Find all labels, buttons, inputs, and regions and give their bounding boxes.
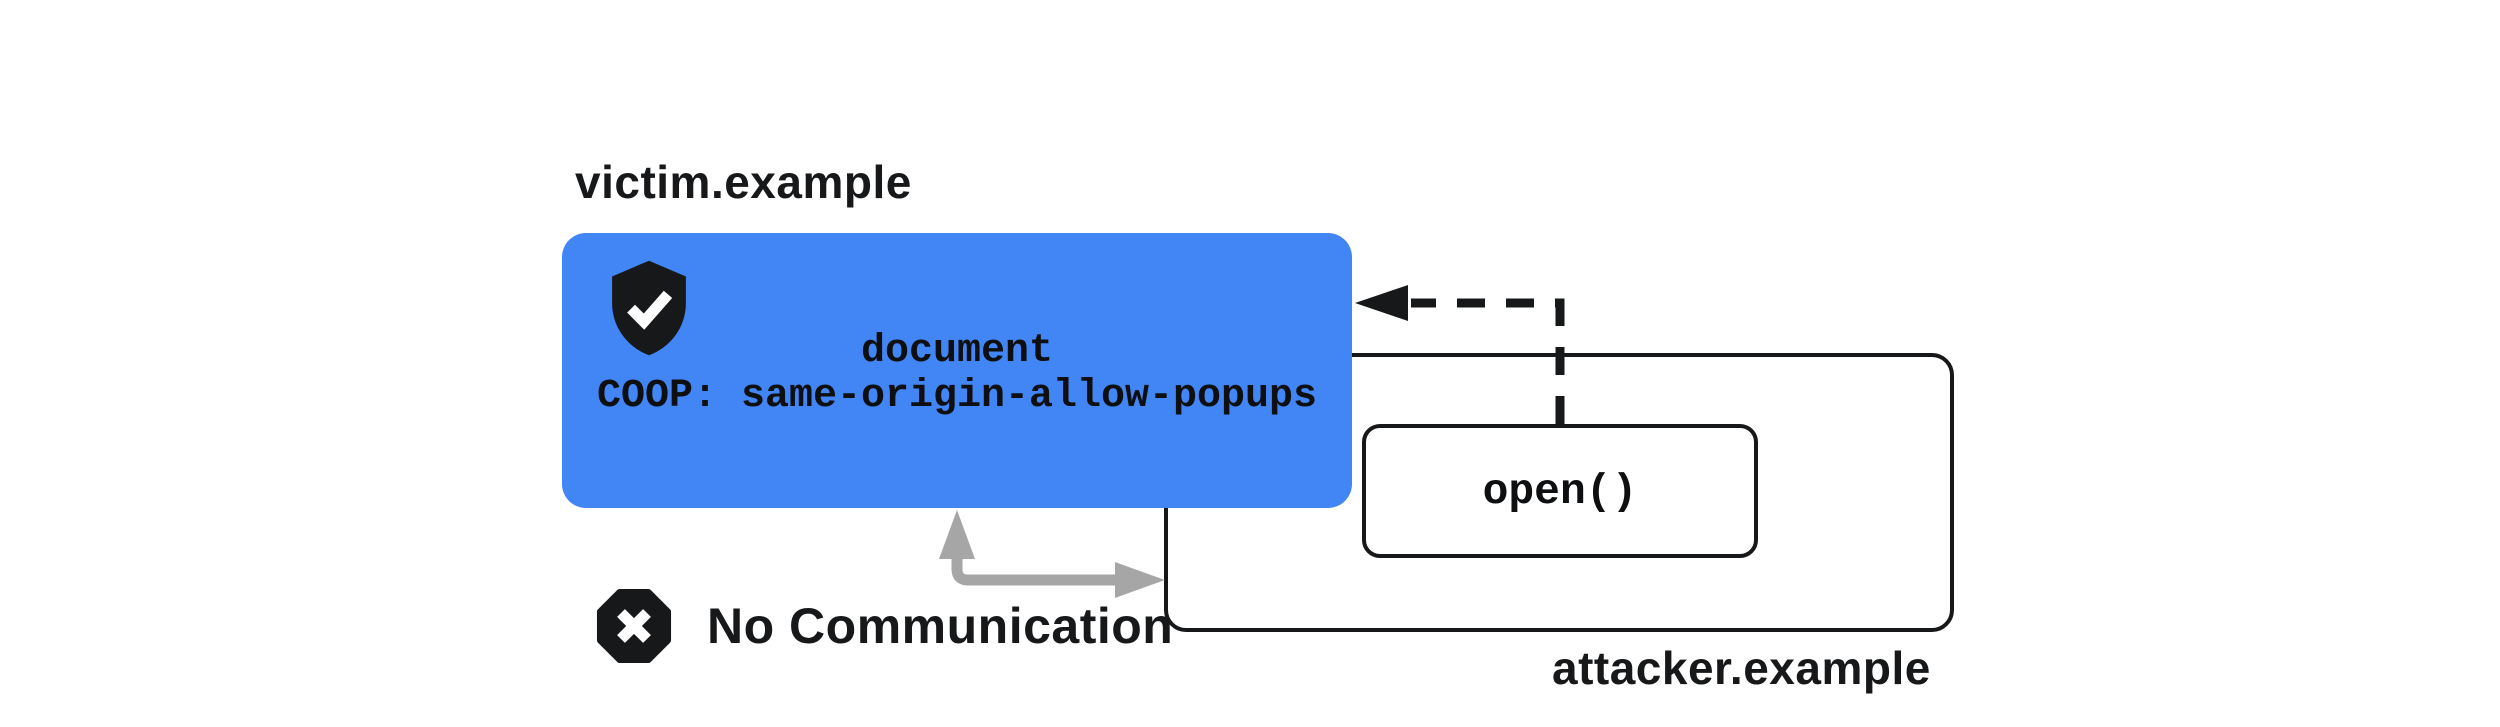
victim-document-box: document COOP: same-origin-allow-popups xyxy=(562,233,1352,508)
no-communication-label: No Communication xyxy=(707,598,1174,654)
no-communication-arrow xyxy=(939,510,1165,598)
no-communication-callout: No Communication xyxy=(595,587,1173,665)
victim-domain-label: victim.example xyxy=(575,156,912,208)
victim-document-text: document COOP: same-origin-allow-popups xyxy=(562,329,1352,419)
open-call-box: open() xyxy=(1362,424,1758,558)
x-octagon-icon xyxy=(596,588,672,664)
attacker-domain-label: attacker.example xyxy=(1552,642,1931,694)
open-call-label: open() xyxy=(1482,466,1638,516)
shield-check-icon xyxy=(612,260,686,356)
document-label: document xyxy=(860,329,1054,374)
coop-policy-label: COOP: same-origin-allow-popups xyxy=(596,374,1318,419)
